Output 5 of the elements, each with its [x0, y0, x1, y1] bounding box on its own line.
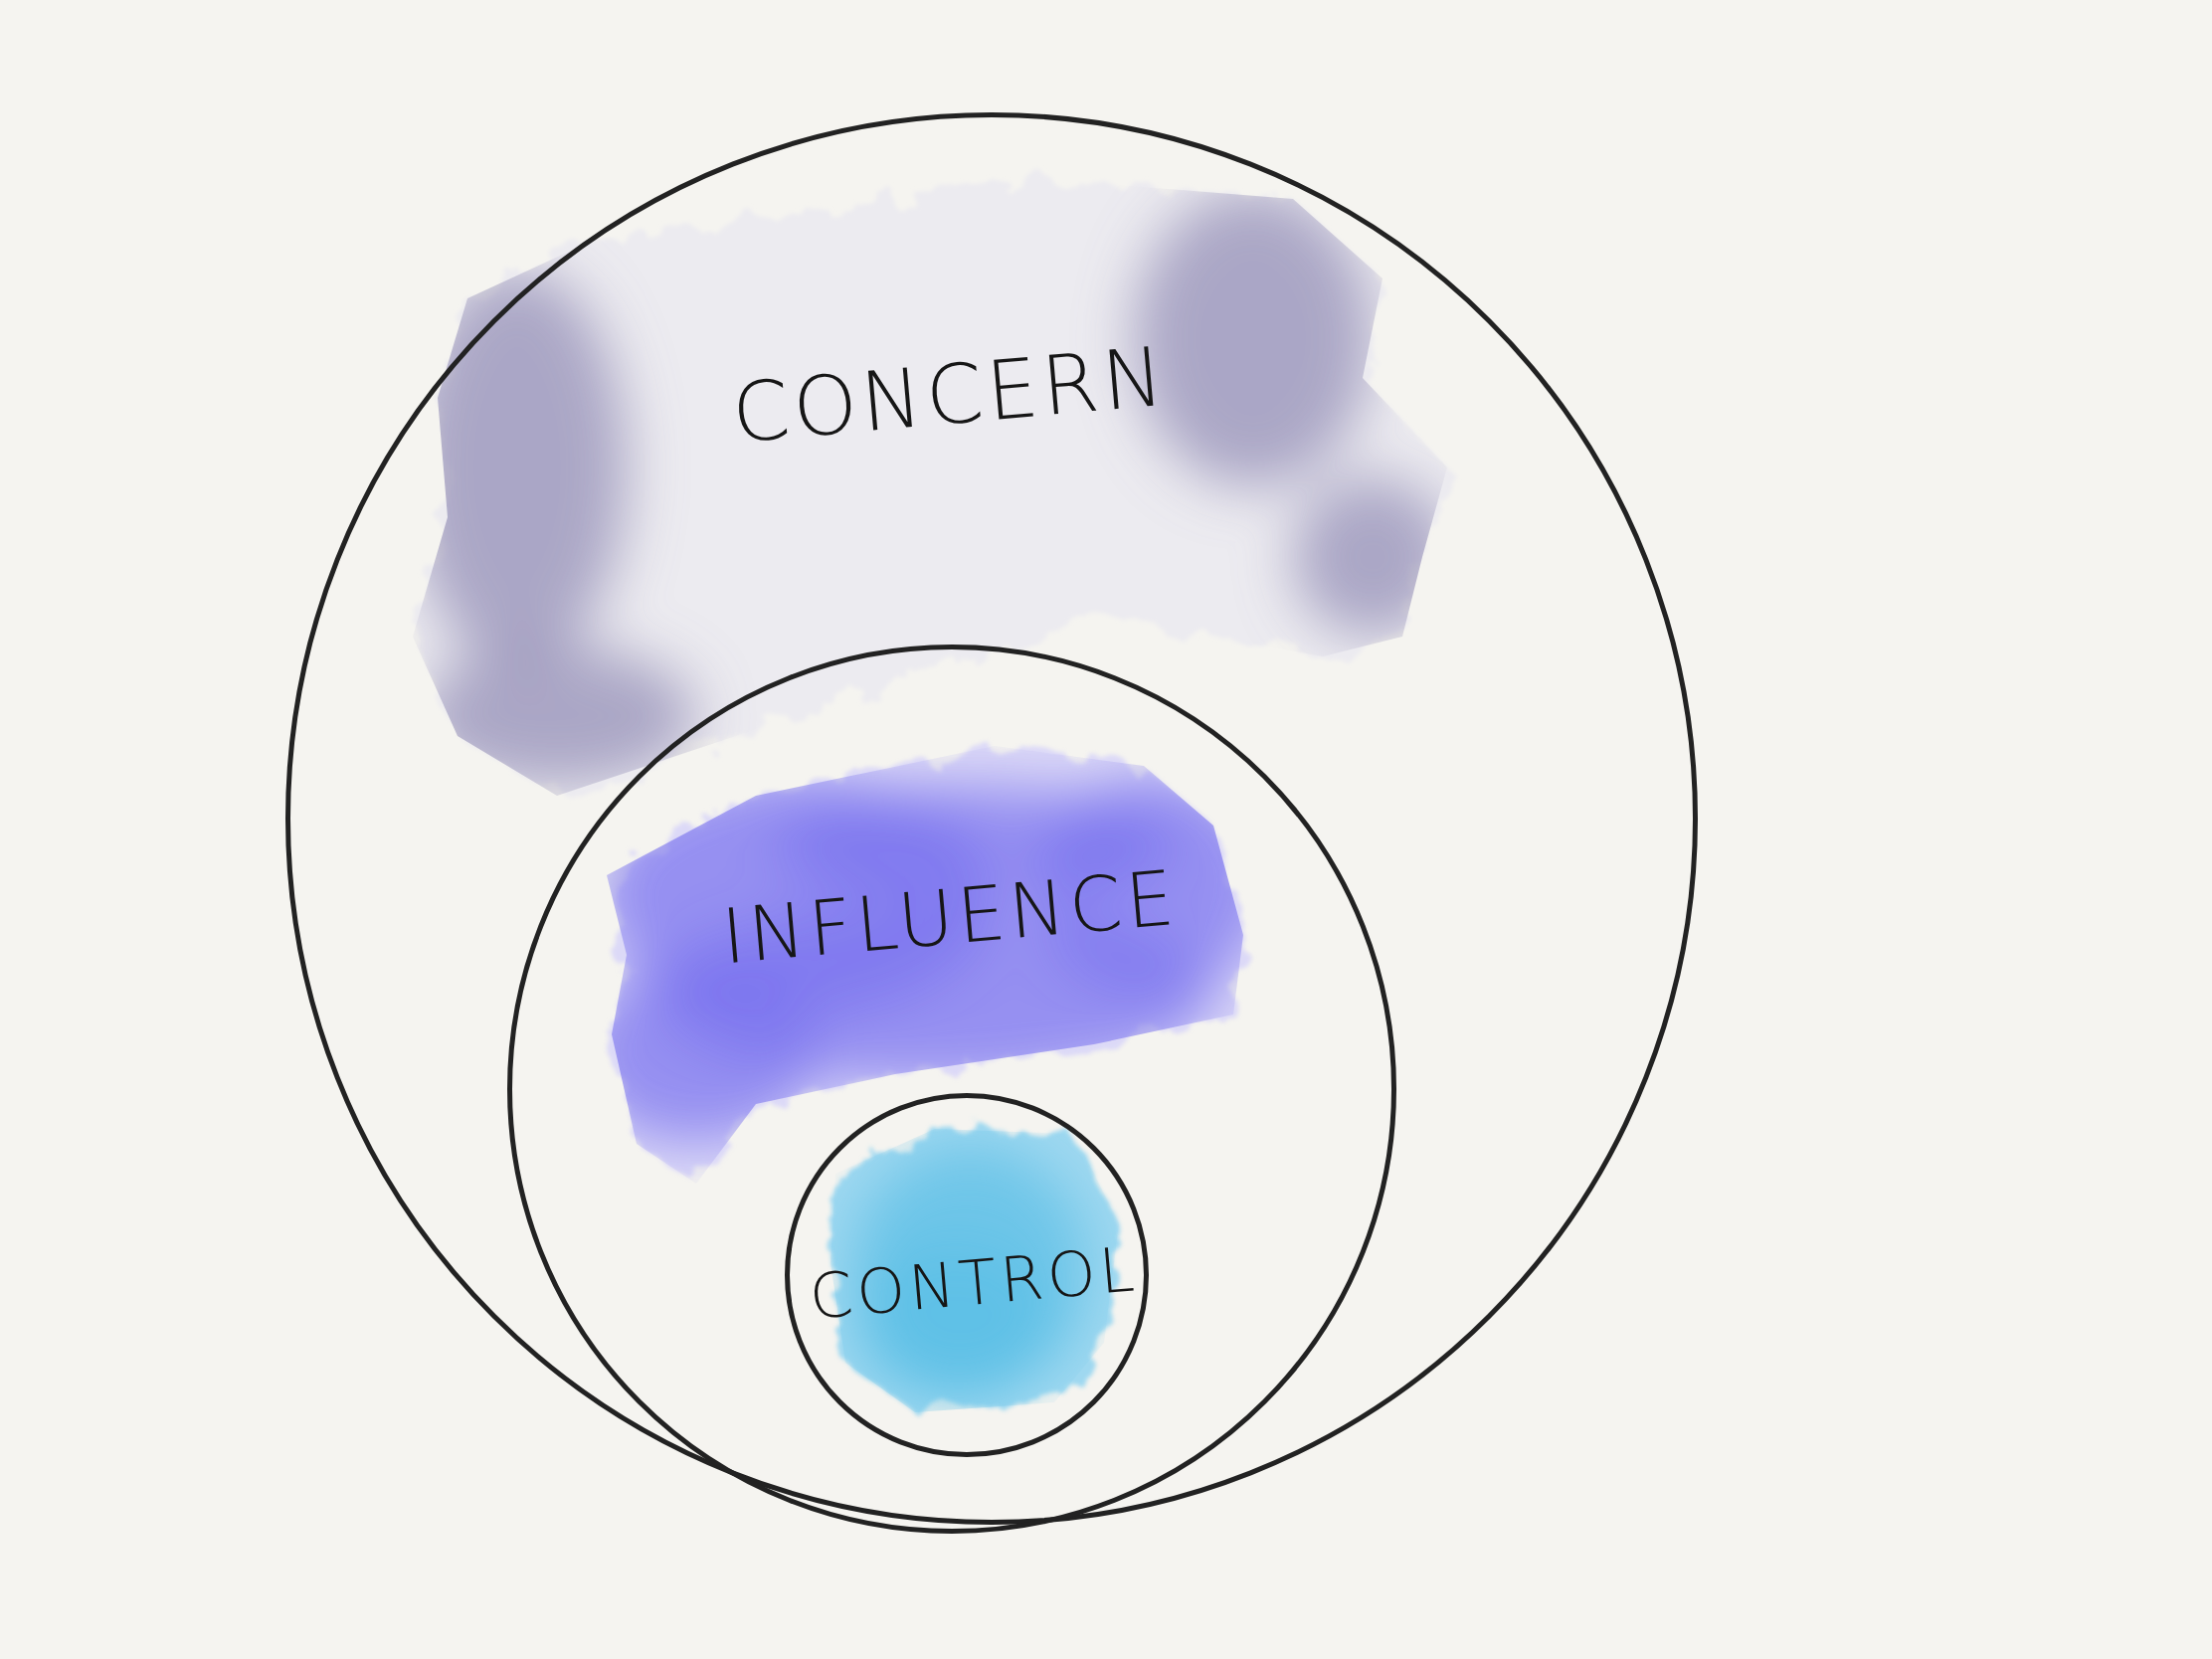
- region-label: CONCERN: [728, 328, 1172, 461]
- region-label: CONTROL: [807, 1232, 1141, 1334]
- circle-region: [785, 1093, 1149, 1457]
- circle-region: [507, 645, 1396, 1534]
- region-label: INFLUENCE: [718, 852, 1182, 982]
